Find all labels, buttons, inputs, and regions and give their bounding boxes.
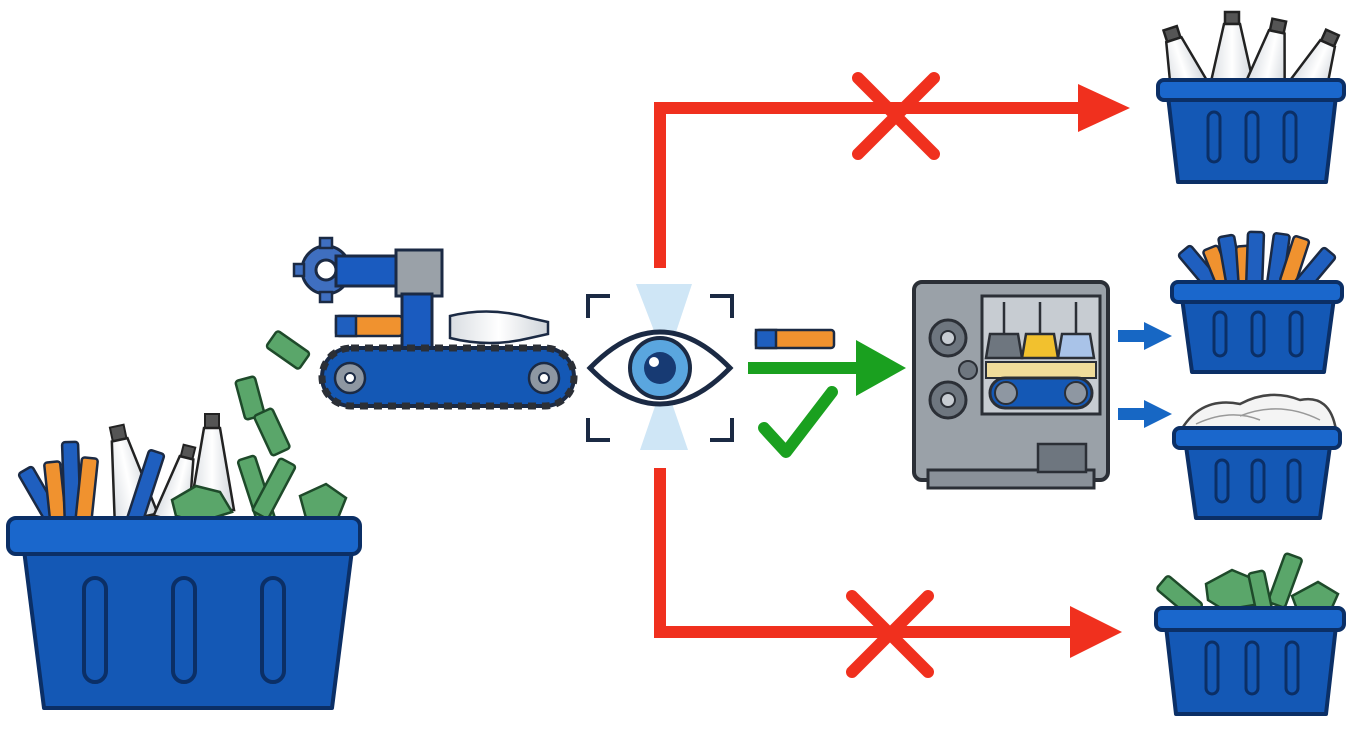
brush-icons xyxy=(984,302,1096,360)
reject-arrow-top xyxy=(1078,84,1130,132)
accept-arrow xyxy=(856,340,906,396)
basket-white-cones xyxy=(1156,10,1346,184)
reject-path-bottom xyxy=(654,468,1122,678)
eye-icon xyxy=(586,329,734,407)
basket-tubes xyxy=(1170,230,1344,374)
input-basket xyxy=(6,413,362,710)
output-arrows xyxy=(1118,322,1172,428)
x-icon xyxy=(852,72,940,160)
reject-arrow-bottom xyxy=(1070,606,1122,658)
vision-scanner xyxy=(586,284,734,450)
conveyor-left-gear-icon xyxy=(333,361,367,395)
conveyor-right-gear-icon xyxy=(527,361,561,395)
accept-path xyxy=(748,328,906,458)
machine-gear-icon xyxy=(928,318,978,420)
basket-white-fiber xyxy=(1172,393,1342,520)
basket-green-glass xyxy=(1154,552,1346,716)
reject-path-top xyxy=(654,72,1130,268)
input-basket-body xyxy=(6,516,362,710)
check-icon xyxy=(758,386,838,458)
robot-conveyor xyxy=(292,236,578,410)
x-icon xyxy=(846,590,934,678)
pickup-trail xyxy=(234,330,311,457)
input-basket-contents xyxy=(17,413,348,544)
cleaning-machine xyxy=(912,280,1110,490)
